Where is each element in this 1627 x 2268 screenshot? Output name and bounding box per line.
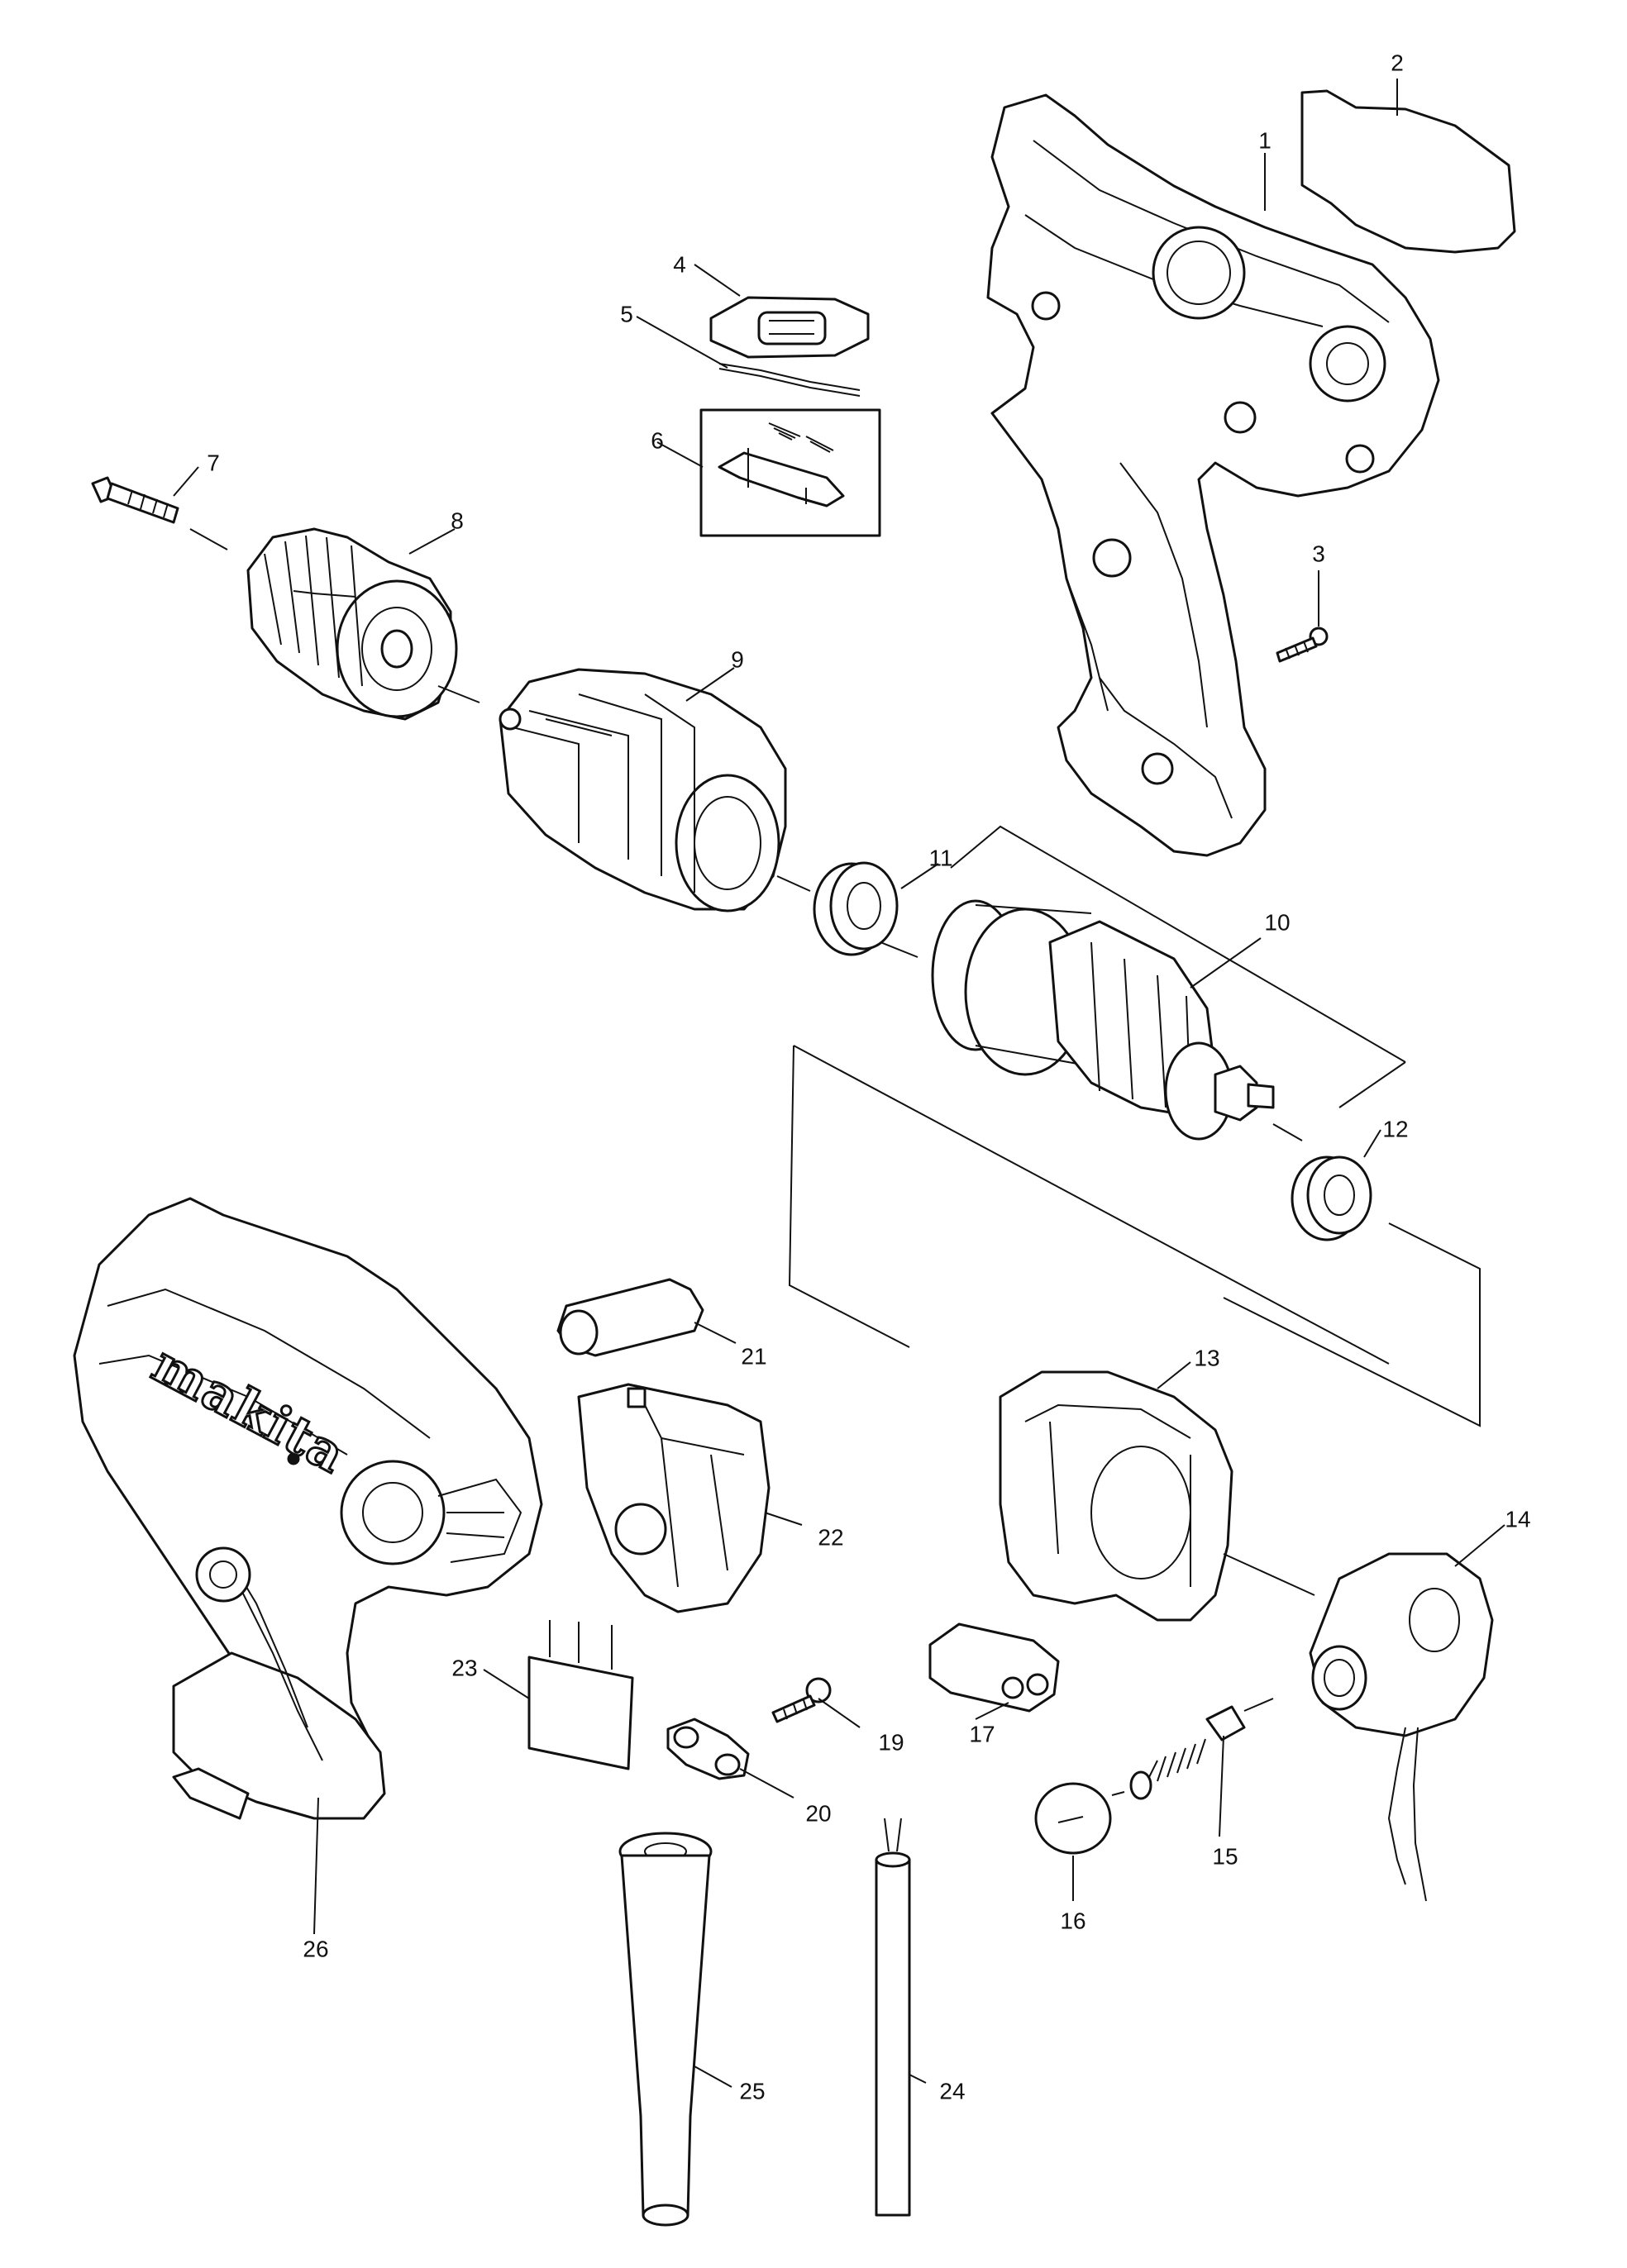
callout-leaders [173,79,1505,2088]
callout-13: 13 [1194,1345,1219,1370]
callout-15: 15 [1212,1843,1238,1869]
callout-9: 9 [731,646,744,672]
callout-17: 17 [969,1721,995,1746]
callout-5: 5 [620,301,633,326]
callout-12: 12 [1382,1116,1408,1141]
part-24-cord [875,1818,911,2217]
callout-3: 3 [1312,541,1325,566]
callout-numbers: 1 2 3 4 5 6 7 8 9 10 11 12 13 14 15 16 1… [207,50,1530,2104]
callout-1: 1 [1258,127,1272,153]
callout-14: 14 [1505,1506,1530,1532]
part-2-label-plate [1300,89,1516,254]
part-16-brush-cap [1034,1782,1112,1855]
callout-10: 10 [1264,909,1290,935]
callout-7: 7 [207,450,220,475]
part-19-screw [771,1677,832,1723]
callout-26: 26 [303,1936,328,1961]
part-9-gear-assembly [499,668,787,912]
callout-22: 22 [818,1524,843,1550]
part-8-chuck [246,527,458,721]
part-6-switch-kit [699,408,881,537]
callout-23: 23 [451,1655,477,1680]
part-10-armature [931,899,1275,1141]
part-20-cord-clamp [666,1718,750,1780]
part-22-switch [577,1383,771,1613]
callout-19: 19 [878,1729,904,1755]
callout-11: 11 [928,845,952,870]
part-7-screw [91,476,179,524]
callout-25: 25 [739,2078,765,2104]
part-21-cap [556,1278,704,1357]
part-5-spring-plate [718,363,861,397]
part-1-housing [986,93,1440,857]
callout-24: 24 [939,2078,965,2104]
callout-4: 4 [673,251,686,277]
part-4-switch-lever [709,296,870,359]
part-25-cord-guard [618,1832,713,2227]
callout-2: 2 [1391,50,1404,75]
part-26-housing [73,1197,543,1820]
callout-21: 21 [741,1343,766,1369]
part-14-brush-holder [1309,1552,1494,1902]
part-15-carbon-brush [1129,1705,1246,1800]
callout-6: 6 [651,427,664,453]
part-13-field [999,1370,1233,1622]
part-11-bearing [813,861,899,956]
part-17-cord-holder [928,1622,1060,1713]
callout-20: 20 [805,1800,831,1826]
part-3-screw [1276,627,1329,663]
assembly-bracket-lines [189,528,1481,1796]
part-12-bearing [1291,1155,1372,1241]
callout-16: 16 [1060,1908,1085,1933]
part-23-capacitor [527,1620,634,1770]
callout-8: 8 [451,507,464,533]
